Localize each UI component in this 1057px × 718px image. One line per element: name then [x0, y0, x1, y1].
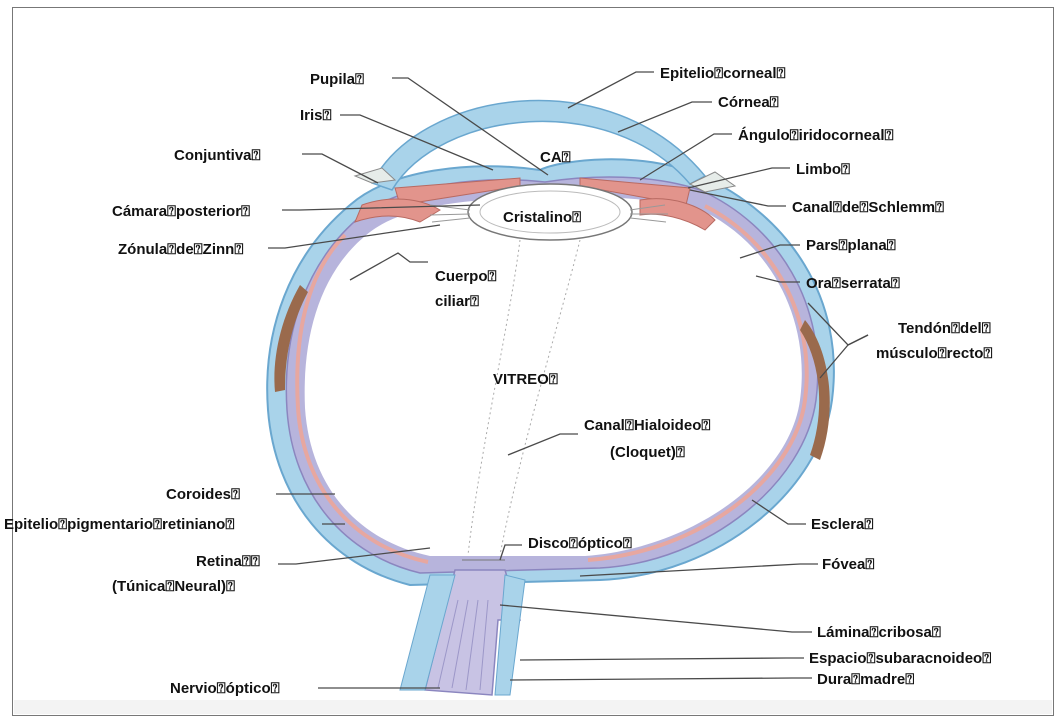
label-pars-plana: Pars⍰plana⍰: [806, 237, 896, 254]
label-tendon-2: músculo⍰recto⍰: [876, 345, 992, 362]
label-iris: Iris⍰: [300, 107, 332, 124]
leader-espacio-subaracnoideo: [520, 658, 804, 660]
eye-anatomy: [267, 101, 834, 695]
label-angulo: Ángulo⍰iridocorneal⍰: [738, 127, 894, 144]
label-lamina-cribosa: Lámina⍰cribosa⍰: [817, 624, 941, 641]
label-esclera: Esclera⍰: [811, 516, 873, 533]
label-fovea: Fóvea⍰: [822, 556, 874, 573]
label-cornea: Córnea⍰: [718, 94, 779, 111]
label-coroides: Coroides⍰: [166, 486, 240, 503]
label-retina-2: (Túnica⍰Neural)⍰: [112, 578, 235, 595]
label-cuerpo-ciliar-1: Cuerpo⍰: [435, 268, 497, 285]
label-conjuntiva: Conjuntiva⍰: [174, 147, 261, 164]
label-canal-hialoideo-1: Canal⍰Hialoideo⍰: [584, 417, 710, 434]
label-tendon-1: Tendón⍰del⍰: [898, 320, 991, 337]
label-pupila: Pupila⍰: [310, 71, 364, 88]
label-zonula: Zónula⍰de⍰Zinn⍰: [118, 241, 243, 258]
label-ca: CA⍰: [540, 149, 571, 166]
label-retina-1: Retina⍰⍰: [196, 553, 260, 570]
label-vitreo: VITREO⍰: [493, 371, 558, 388]
label-ora-serrata: Ora⍰serrata⍰: [806, 275, 900, 292]
leader-dura-madre: [510, 678, 812, 680]
label-espacio-subaracnoideo: Espacio⍰subaracnoideo⍰: [809, 650, 991, 667]
label-canal-hialoideo-2: (Cloquet)⍰: [610, 444, 685, 461]
label-camara-posterior: Cámara⍰posterior⍰: [112, 203, 250, 220]
label-nervio-optico: Nervio⍰óptico⍰: [170, 680, 280, 697]
label-epitelio-corneal: Epitelio⍰corneal⍰: [660, 65, 786, 82]
label-epitelio-pigmentario: Epitelio⍰pigmentario⍰retiniano⍰: [4, 516, 234, 533]
leader-lamina-cribosa: [500, 605, 812, 632]
label-cuerpo-ciliar-2: ciliar⍰: [435, 293, 479, 310]
label-dura-madre: Dura⍰madre⍰: [817, 671, 914, 688]
leader-epitelio-corneal: [568, 72, 654, 108]
label-disco-optico: Disco⍰óptico⍰: [528, 535, 632, 552]
label-limbo: Limbo⍰: [796, 161, 850, 178]
label-canal-schlemm: Canal⍰de⍰Schlemm⍰: [792, 199, 944, 216]
label-cristalino: Cristalino⍰: [503, 209, 581, 226]
